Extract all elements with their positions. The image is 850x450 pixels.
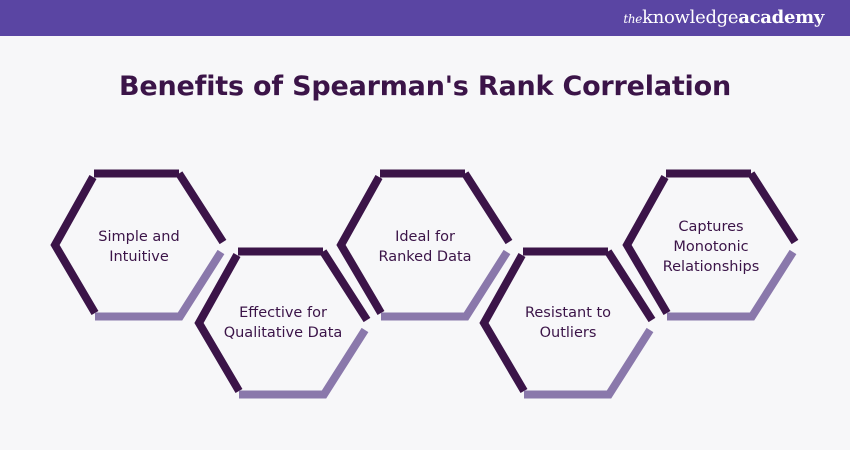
benefit-label-monotonic-relationships: Captures Monotonic Relationships [636, 217, 786, 277]
brand-logo: theknowledgeacademy [623, 7, 824, 28]
brand-header: theknowledgeacademy [0, 0, 850, 36]
label-line: Captures [678, 219, 744, 235]
label-line: Outliers [539, 325, 597, 341]
logo-main: knowledge [642, 7, 739, 28]
logo-suffix: academy [738, 7, 824, 28]
label-line: Qualitative Data [223, 325, 343, 341]
label-line: Ranked Data [378, 249, 472, 265]
benefit-label-qualitative-data: Effective for Qualitative Data [208, 303, 358, 343]
label-line: Simple and [98, 229, 180, 245]
label-line: Effective for [239, 305, 327, 321]
label-line: Intuitive [109, 249, 169, 265]
label-line: Resistant to [524, 305, 612, 321]
logo-prefix: the [623, 12, 643, 26]
benefit-label-resistant-outliers: Resistant to Outliers [493, 303, 643, 343]
label-line: Monotonic [673, 239, 749, 255]
label-line: Relationships [662, 259, 760, 275]
benefit-label-ranked-data: Ideal for Ranked Data [350, 227, 500, 267]
label-line: Ideal for [395, 229, 455, 245]
benefit-label-simple-intuitive: Simple and Intuitive [64, 227, 214, 267]
page-title: Benefits of Spearman's Rank Correlation [119, 71, 731, 102]
